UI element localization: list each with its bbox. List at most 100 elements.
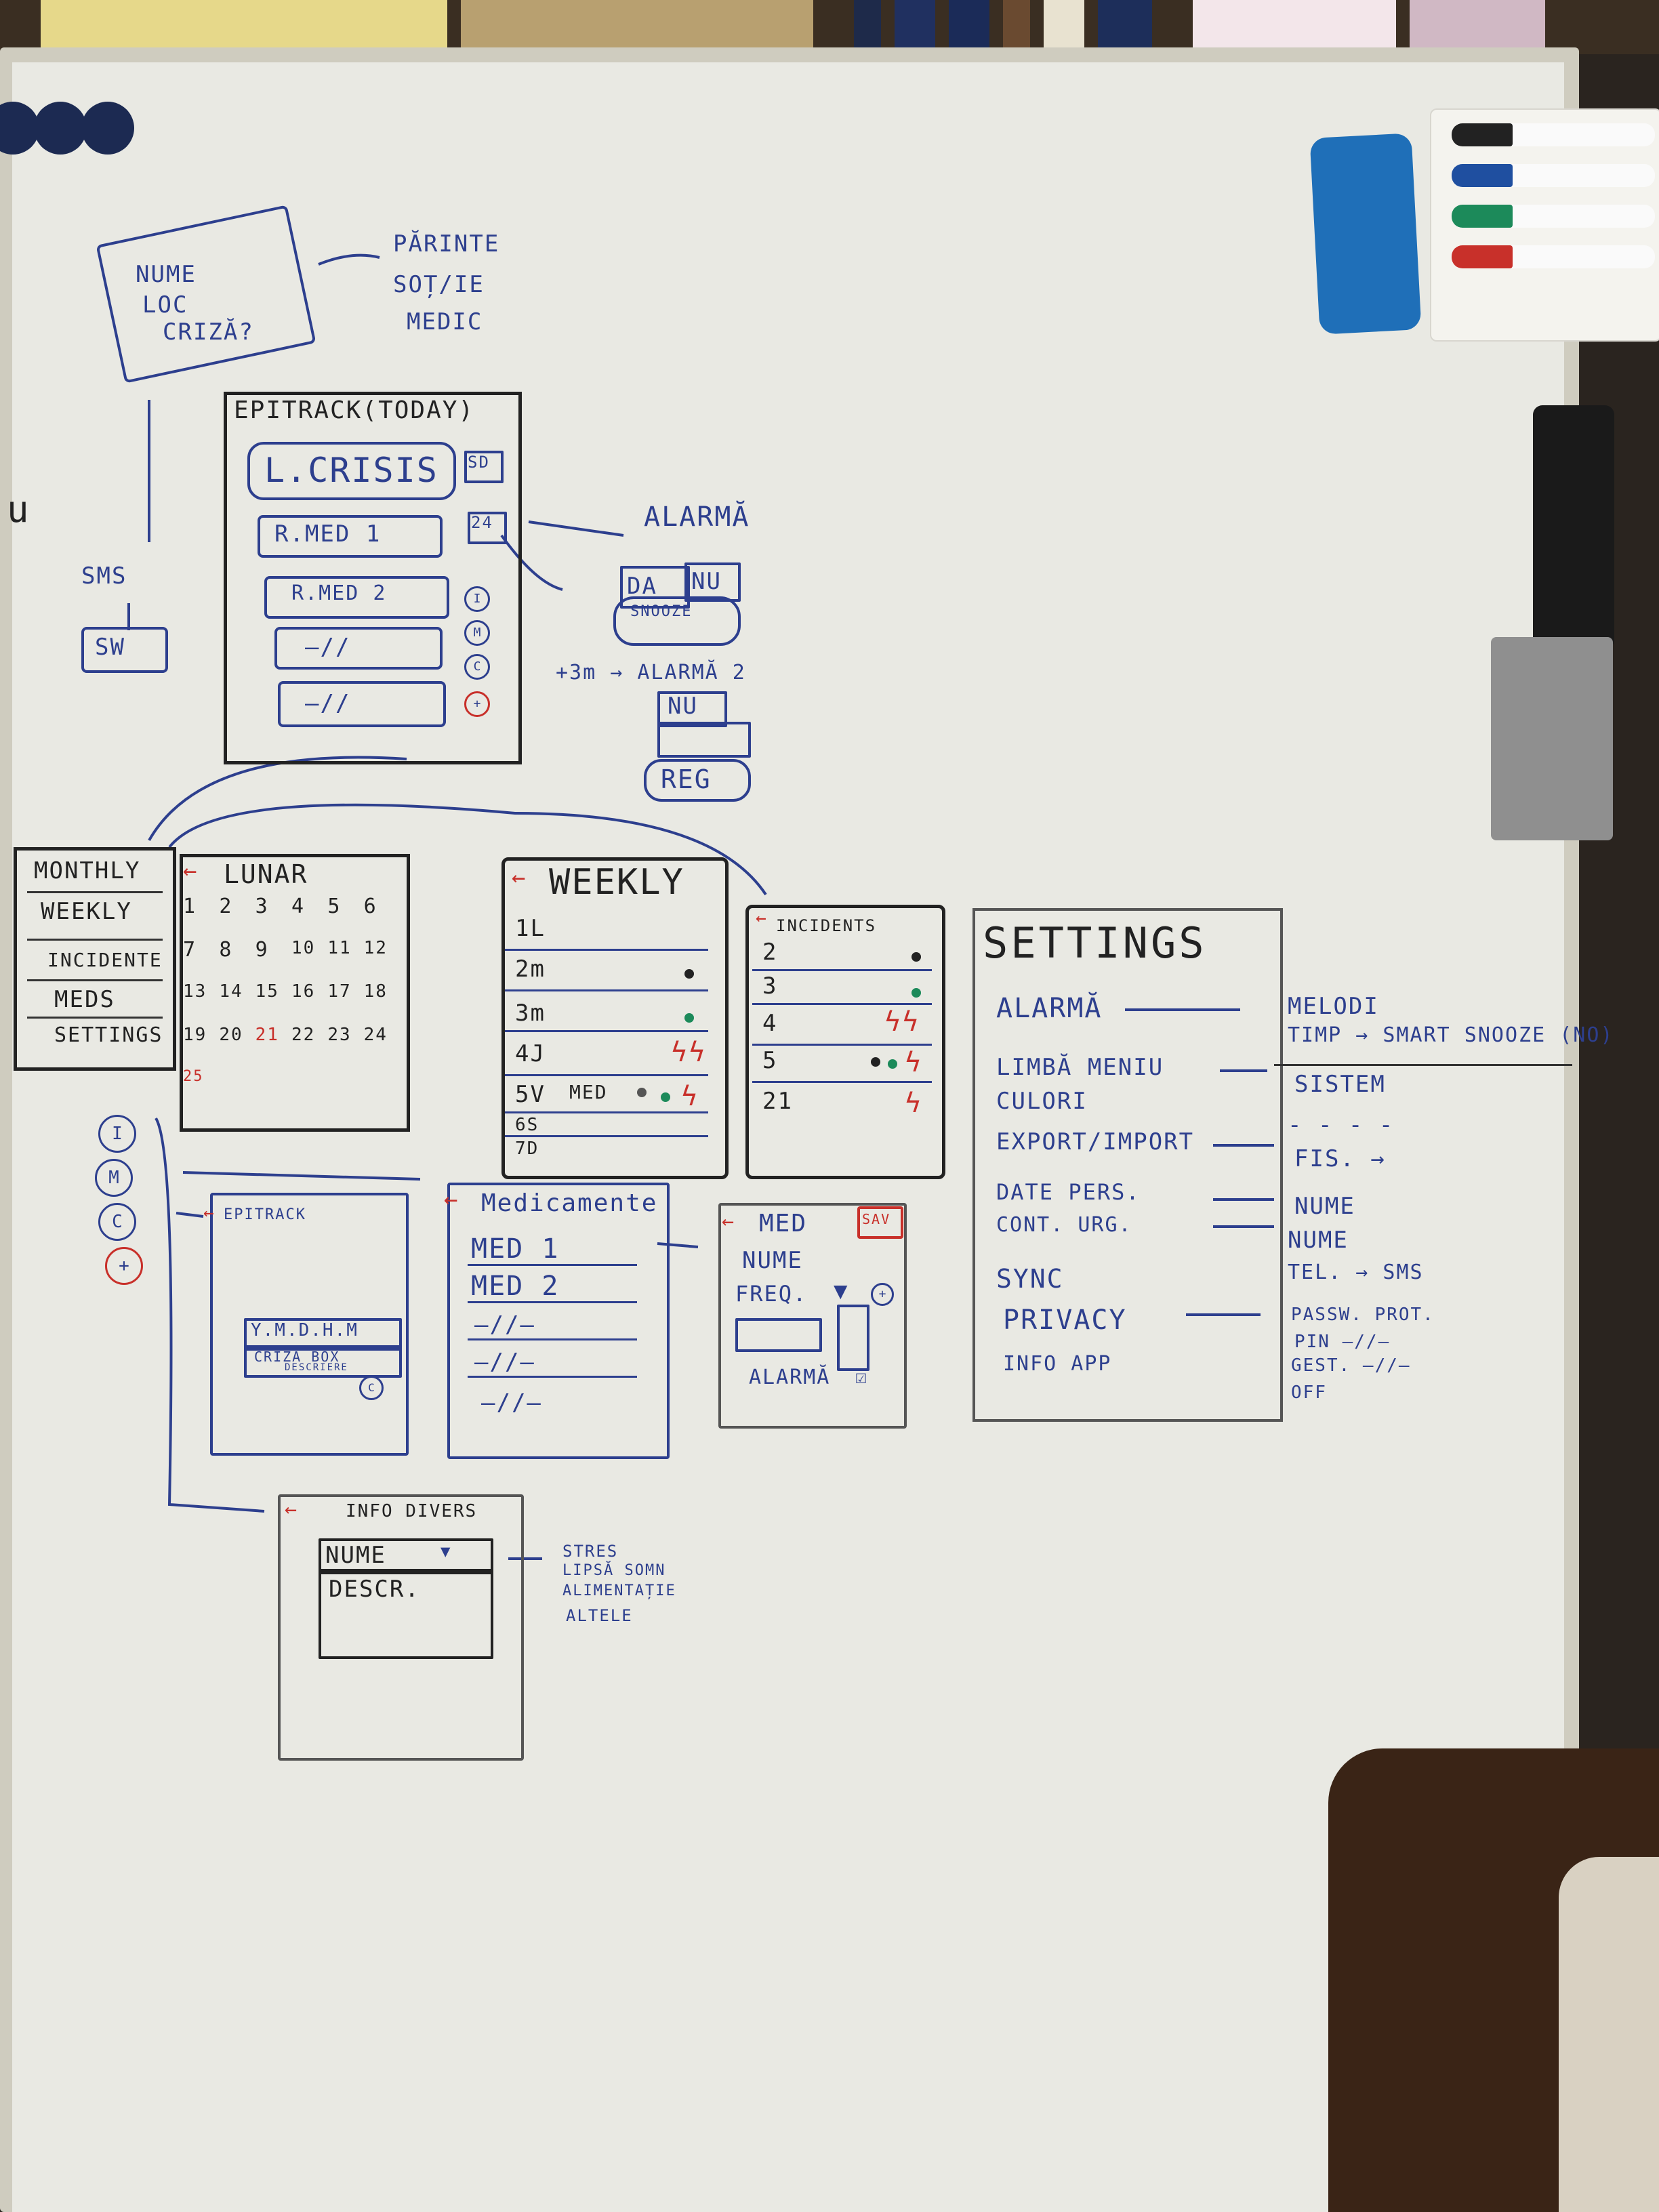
circle-c-icon: C xyxy=(98,1203,136,1241)
back-arrow-icon: ← xyxy=(512,864,527,891)
event-dot xyxy=(661,1092,670,1102)
date-field xyxy=(244,1318,402,1351)
book xyxy=(895,0,935,49)
calendar-cell: 14 xyxy=(219,981,243,1002)
row-divider xyxy=(505,1030,708,1032)
log-crisis-label: L.CRISIS xyxy=(264,451,438,490)
dropdown-label: CRIZA BOX xyxy=(254,1349,340,1365)
circle-plus-icon: + xyxy=(105,1247,143,1285)
calendar-cell: 19 xyxy=(183,1025,207,1045)
dropdown-triangle-icon: ▼ xyxy=(834,1277,849,1305)
calendar-cell: 4 xyxy=(291,895,306,918)
book xyxy=(1410,0,1545,49)
calendar-grid: 1 2 3 4 5 6 7 8 9 10 11 12 13 14 15 16 1… xyxy=(183,895,400,1111)
crisis-dropdown xyxy=(244,1345,402,1378)
settings-note: - - - - xyxy=(1288,1111,1395,1139)
crisis-mark-icon: ϟϟ xyxy=(671,1037,707,1068)
med-row: —//— xyxy=(481,1389,542,1416)
back-arrow-icon: ← xyxy=(722,1210,736,1233)
menu-item: MEDS xyxy=(54,986,115,1013)
settings-item: CONT. URG. xyxy=(996,1213,1132,1237)
home-row xyxy=(278,681,446,727)
settings-divider xyxy=(1274,1064,1572,1066)
settings-item: EXPORT/IMPORT xyxy=(996,1128,1195,1155)
settings-item: DATE PERS. xyxy=(996,1179,1141,1205)
calendar-cell: 11 xyxy=(327,938,352,958)
incident-row: 4 xyxy=(762,1010,778,1037)
medicamente-title: Medicamente xyxy=(481,1189,658,1217)
note-line: CRIZĂ? xyxy=(163,319,254,346)
switch-label: SW xyxy=(95,634,125,661)
badge-box xyxy=(468,512,507,544)
menu-item: INCIDENTE xyxy=(47,949,163,971)
retry-box xyxy=(657,722,751,758)
menu-divider xyxy=(27,979,163,981)
alarm-yes: DA xyxy=(627,573,657,600)
circle-m-icon: M xyxy=(95,1159,133,1197)
lunar-screen-sketch xyxy=(180,854,410,1132)
magnet xyxy=(81,102,134,155)
med-alarm-label: ALARMĂ xyxy=(749,1366,831,1389)
back-arrow-icon: ← xyxy=(756,908,768,928)
marker-tray xyxy=(1430,108,1659,342)
incident-row: 21 xyxy=(762,1088,793,1115)
med-detail-field: FREQ. xyxy=(735,1281,808,1307)
crisis-mark-icon: ϟ xyxy=(681,1081,699,1112)
save-label: SAV xyxy=(862,1211,891,1227)
book xyxy=(41,0,447,49)
calendar-cell: 24 xyxy=(363,1025,388,1045)
magnet xyxy=(34,102,87,155)
row-divider xyxy=(752,1081,932,1083)
event-dot xyxy=(684,1013,694,1023)
calendar-cell: 2 xyxy=(219,895,233,918)
calendar-cell: 9 xyxy=(255,938,269,962)
description-label: DESCRIERE xyxy=(285,1362,348,1373)
bookshelf xyxy=(0,0,1659,54)
calendar-cell: 6 xyxy=(363,895,377,918)
info-option: ALTELE xyxy=(566,1606,633,1625)
alarm-label: ALARMĂ xyxy=(644,501,750,533)
name-dropdown xyxy=(319,1538,493,1574)
row-divider xyxy=(505,989,708,991)
log-crisis-badge: SD xyxy=(468,453,490,472)
note-line: LOC xyxy=(142,291,188,319)
sms-label: SMS xyxy=(81,562,127,590)
med-row: —//— xyxy=(474,1311,535,1338)
calendar-cell: 1 xyxy=(183,895,197,918)
home-row-label: —// xyxy=(305,690,351,717)
info-title: INFO DIVERS xyxy=(346,1501,478,1521)
med-detail-screen-sketch xyxy=(718,1203,907,1429)
weekly-row: 6S xyxy=(515,1115,539,1135)
settings-note: TIMP → SMART SNOOZE (NO) xyxy=(1288,1023,1614,1047)
med-detail-field: NUME xyxy=(742,1247,803,1274)
edge-mark: u xyxy=(7,488,30,531)
home-row-label: R.MED 1 xyxy=(274,520,382,548)
calendar-cell: 18 xyxy=(363,981,388,1002)
circle-i-icon: I xyxy=(98,1115,136,1153)
book xyxy=(1098,0,1152,49)
med-row: —//— xyxy=(474,1349,535,1376)
calendar-cell: 23 xyxy=(327,1025,352,1045)
row-divider xyxy=(752,1044,932,1046)
row-divider xyxy=(468,1338,637,1340)
book xyxy=(461,0,813,49)
snooze-label: SNOOZE xyxy=(630,603,693,620)
weekly-row: 2m xyxy=(515,956,546,983)
menu-item: SETTINGS xyxy=(54,1023,163,1047)
row-divider xyxy=(505,1135,708,1137)
crisis-mark-icon: ϟϟ xyxy=(884,1006,920,1038)
info-option: LIPSĂ SOMN xyxy=(562,1562,666,1579)
crisis-mark-icon: ϟ xyxy=(905,1047,923,1078)
weekly-screen-sketch xyxy=(501,857,729,1179)
reg-label: REG xyxy=(661,764,712,794)
settings-item: ALARMĂ xyxy=(996,993,1103,1024)
home-row-label: R.MED 2 xyxy=(291,581,387,605)
weekly-row: 7D xyxy=(515,1139,539,1159)
book xyxy=(854,0,881,49)
back-arrow-icon: ← xyxy=(203,1203,216,1223)
dropdown-triangle-icon: ▼ xyxy=(441,1542,452,1561)
snooze-box xyxy=(613,596,741,646)
cushion xyxy=(1559,1857,1659,2212)
epitrack-screen-sketch xyxy=(210,1193,409,1456)
med-row: MED 2 xyxy=(471,1271,560,1302)
